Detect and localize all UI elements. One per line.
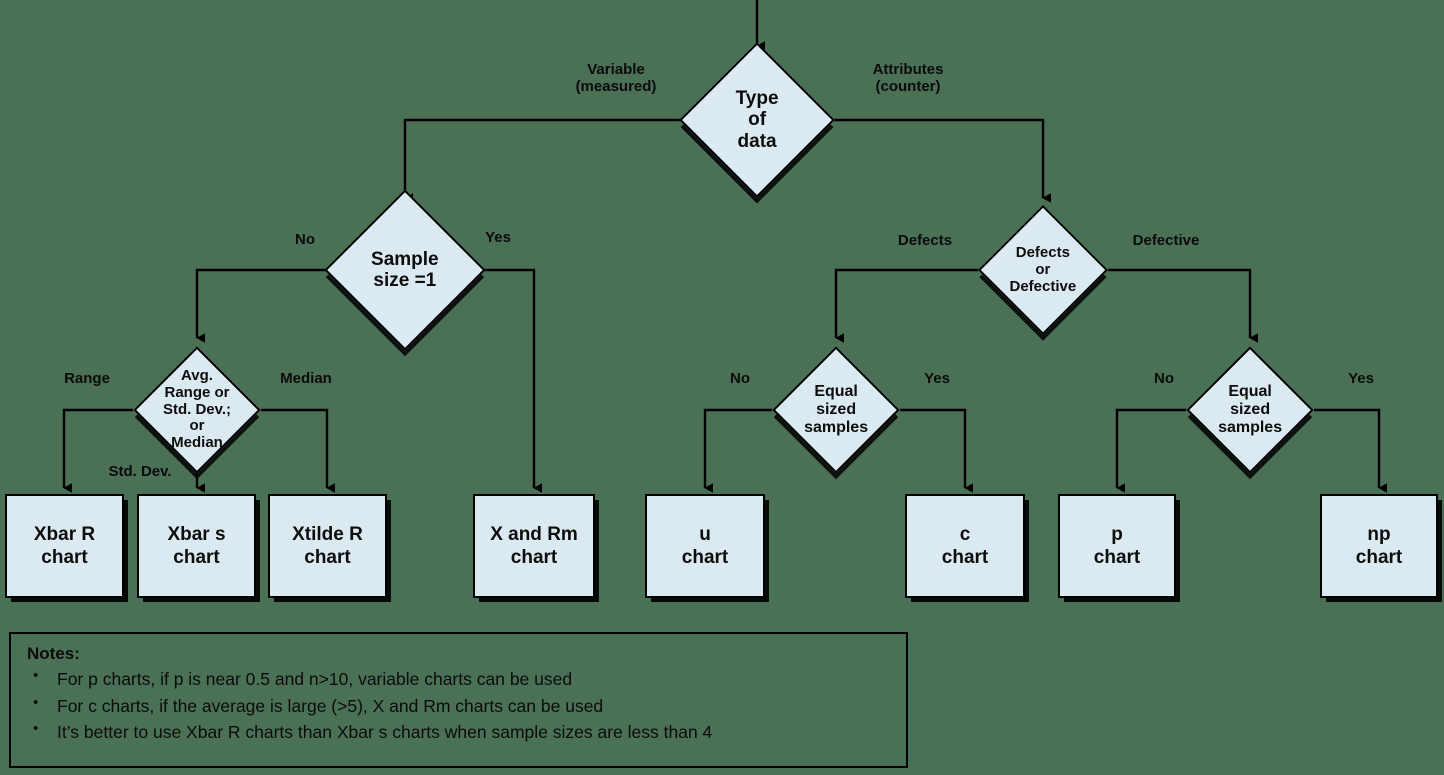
edge-label-median: Median [280,370,332,387]
chart-box-p-chart[interactable]: p chart [1058,494,1176,598]
edge-label-sample-no: No [295,231,315,248]
decision-defects-or-defective-label: Defects or Defective [1009,243,1077,295]
decision-sample-size-label: Sample size =1 [371,248,439,291]
edge-label-std-dev: Std. Dev. [108,463,172,480]
decision-equal-sized-samples-left-label: Equal sized samples [803,383,869,436]
chart-box-np-chart[interactable]: np chart [1320,494,1438,598]
edge-label-variable-measured: Variable (measured) [575,61,657,95]
note-item: For p charts, if p is near 0.5 and n>10,… [25,665,892,693]
edge-label-sample-yes: Yes [485,229,511,246]
chart-box-xbar-r-chart[interactable]: Xbar R chart [5,494,124,598]
edge-label-range: Range [64,370,110,387]
chart-box-xtilde-r-chart[interactable]: Xtilde R chart [268,494,387,598]
edge-label-equal-left-yes: Yes [924,370,950,387]
notes-panel: Notes: For p charts, if p is near 0.5 an… [9,632,908,768]
chart-box-u-chart[interactable]: u chart [645,494,765,598]
edge-label-equal-right-yes: Yes [1348,370,1374,387]
decision-equal-sized-samples-right-label: Equal sized samples [1217,383,1283,436]
chart-box-x-and-rm-chart[interactable]: X and Rm chart [473,494,595,598]
note-item: For c charts, if the average is large (>… [25,692,892,720]
decision-avg-range-std-median-label: Avg. Range or Std. Dev.; or Median [162,367,232,452]
edge-label-attributes-counter: Attributes (counter) [872,61,944,95]
note-item: It’s better to use Xbar R charts than Xb… [25,718,892,746]
notes-title: Notes: [27,644,80,663]
notes-list: For p charts, if p is near 0.5 and n>10,… [25,665,892,746]
edge-label-defects: Defects [897,232,953,249]
chart-box-xbar-s-chart[interactable]: Xbar s chart [137,494,256,598]
chart-box-c-chart[interactable]: c chart [905,494,1025,598]
decision-type-of-data-label: Type of data [735,88,779,152]
edge-label-equal-right-no: No [1154,370,1174,387]
edge-label-defective: Defective [1132,232,1200,249]
edge-label-equal-left-no: No [730,370,750,387]
